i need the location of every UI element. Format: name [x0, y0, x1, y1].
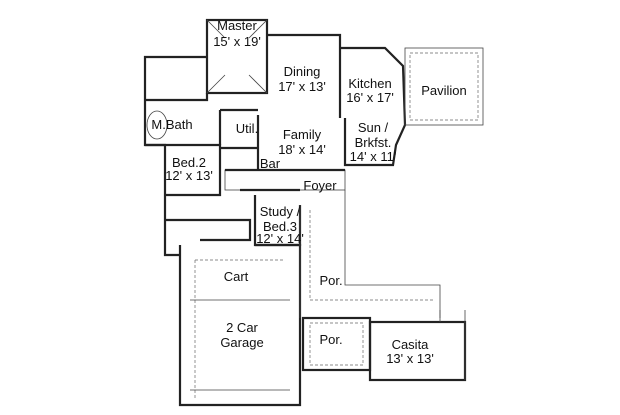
room-family-size: 18' x 14': [278, 142, 326, 157]
room-study-size: 12' x 14': [256, 231, 304, 246]
room-bed2-size: 12' x 13': [165, 168, 213, 183]
room-master-size: 15' x 19': [213, 34, 261, 49]
room-mbath: M.Bath: [151, 117, 192, 132]
room-sun-size: 14' x 11': [350, 149, 397, 164]
walls: [143, 18, 484, 407]
room-dining-size: 17' x 13': [278, 79, 326, 94]
room-master: Master: [217, 18, 257, 33]
room-casita-size: 13' x 13': [386, 351, 434, 366]
room-bed3: Bed.3: [263, 219, 297, 234]
room-cart: Cart: [224, 269, 249, 284]
room-pavilion: Pavilion: [421, 83, 467, 98]
room-kitchen: Kitchen: [348, 76, 391, 91]
room-garage-line2: Garage: [220, 335, 263, 350]
room-study: Study /: [260, 204, 301, 219]
room-sun: Sun /: [358, 120, 389, 135]
room-labels: Master 15' x 19' Dining 17' x 13' Kitche…: [151, 18, 466, 366]
room-brkfst: Brkfst.: [355, 135, 392, 150]
room-kitchen-size: 16' x 17': [346, 90, 394, 105]
room-porch-main: Por.: [319, 273, 342, 288]
room-foyer: Foyer: [303, 178, 337, 193]
room-casita: Casita: [392, 337, 430, 352]
room-porch-small: Por.: [319, 332, 342, 347]
room-util: Util.: [236, 121, 258, 136]
room-garage-line1: 2 Car: [226, 320, 258, 335]
room-bar: Bar: [260, 156, 281, 171]
room-family: Family: [283, 127, 322, 142]
room-dining: Dining: [284, 64, 321, 79]
room-bed2: Bed.2: [172, 155, 206, 170]
